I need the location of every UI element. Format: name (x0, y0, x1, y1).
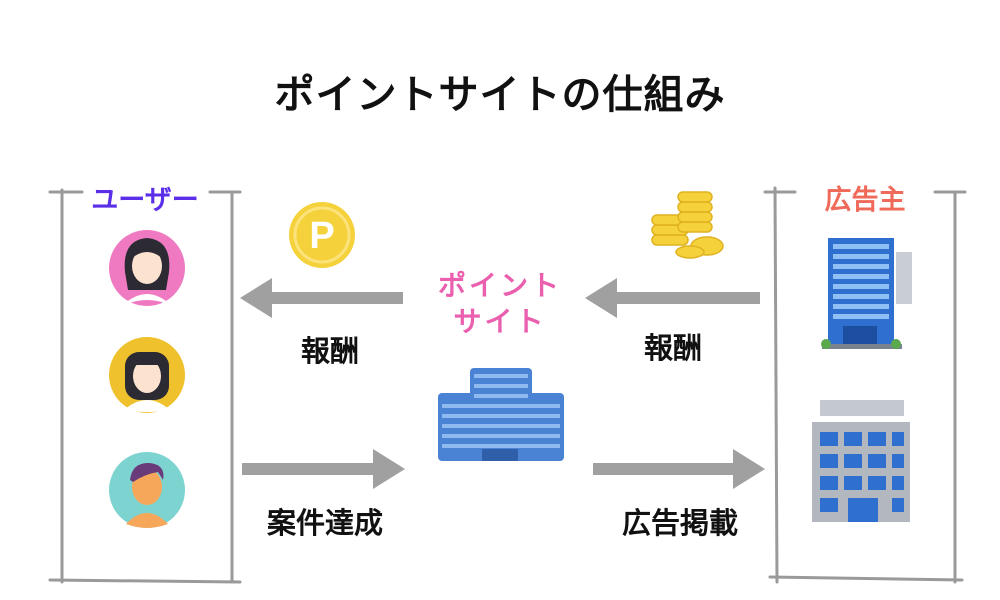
point-site-label: ポイント サイト (420, 268, 580, 340)
advertiser-label: 広告主 (824, 185, 906, 216)
user-avatar-2 (109, 337, 185, 413)
reward-to-user-label: 報酬 (300, 334, 359, 368)
user-avatar-3 (109, 452, 185, 528)
reward-to-site-label: 報酬 (643, 331, 702, 365)
advertiser-office-icon (812, 400, 910, 522)
case-achieved-label: 案件達成 (266, 506, 383, 540)
coins-stack-icon (651, 191, 724, 259)
point-site-label-line2: サイト (453, 305, 547, 338)
arrow-reward-to-site (585, 278, 760, 318)
advertiser-tower-icon (821, 238, 912, 349)
point-coin-icon: P (289, 202, 355, 268)
arrow-ad-placement (593, 449, 765, 489)
user-avatar-1 (109, 230, 185, 306)
users-frame (48, 188, 242, 584)
point-coin-letter: P (309, 215, 334, 257)
point-site-label-line1: ポイント (437, 269, 562, 302)
advertiser-frame (763, 186, 967, 584)
page-title: ポイントサイトの仕組み (274, 72, 726, 118)
users-label: ユーザー (91, 185, 199, 216)
point-site-building-icon (438, 368, 564, 461)
arrow-reward-to-user (240, 278, 403, 318)
arrow-case-achieved (242, 449, 405, 489)
ad-placement-label: 広告掲載 (621, 506, 738, 540)
